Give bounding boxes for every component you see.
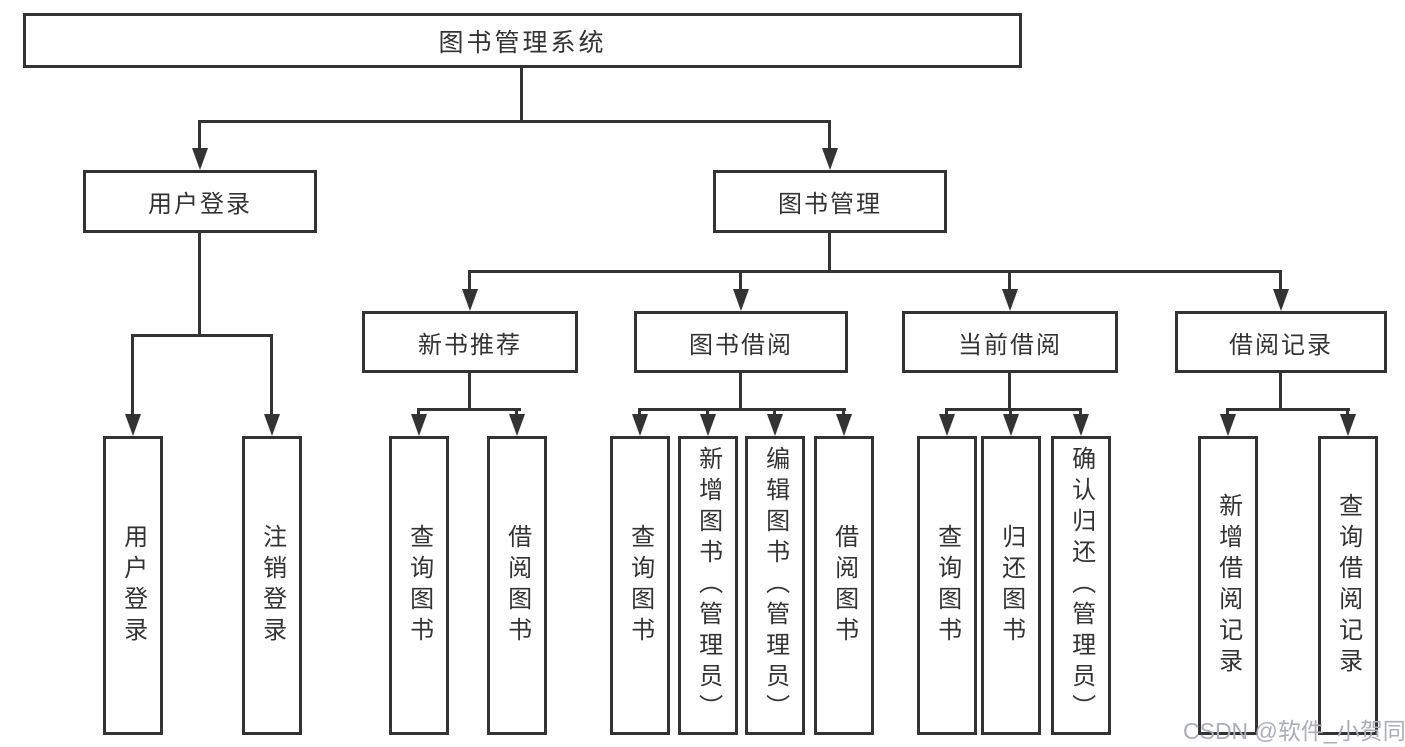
leaf-borrow-books-borrowing: 借阅图书	[814, 436, 874, 735]
arrowhead-down-icon	[264, 414, 280, 436]
node-book-management: 图书管理	[713, 170, 947, 233]
connector-line	[1009, 408, 1012, 417]
leaf-label: 查询图书	[405, 523, 433, 648]
leaf-borrow-books-recommend: 借阅图书	[487, 436, 547, 735]
node-label: 当前借阅	[958, 331, 1062, 359]
connector-line	[1079, 408, 1082, 417]
connector-line	[828, 120, 831, 150]
node-library-management-system: 图书管理系统	[23, 13, 1022, 68]
node-borrowing-records: 借阅记录	[1175, 311, 1387, 373]
arrowhead-down-icon	[1003, 414, 1019, 436]
arrowhead-down-icon	[1340, 414, 1356, 436]
leaf-add-borrow-record: 新增借阅记录	[1198, 436, 1258, 735]
connector-line	[638, 408, 641, 417]
node-current-borrowing: 当前借阅	[902, 311, 1118, 373]
connector-line	[520, 68, 523, 120]
connector-line	[417, 408, 521, 411]
arrowhead-down-icon	[1002, 289, 1018, 311]
connector-line	[468, 270, 471, 291]
leaf-confirm-return-admin: 确认归还（管理员）	[1051, 436, 1111, 735]
connector-line	[1008, 270, 1011, 291]
leaf-label: 编辑图书（管理员）	[761, 446, 789, 725]
arrowhead-down-icon	[1273, 289, 1289, 311]
connector-line	[1226, 408, 1229, 417]
arrowhead-down-icon	[632, 414, 648, 436]
connector-line	[468, 373, 471, 410]
connector-line	[945, 408, 948, 417]
leaf-label: 借阅图书	[503, 523, 531, 648]
connector-line	[773, 408, 776, 417]
connector-line	[842, 408, 845, 417]
arrowhead-down-icon	[836, 414, 852, 436]
connector-line	[417, 408, 420, 417]
node-label: 借阅记录	[1229, 331, 1333, 359]
arrowhead-down-icon	[411, 414, 427, 436]
arrowhead-down-icon	[939, 414, 955, 436]
leaf-label: 新增图书（管理员）	[694, 446, 722, 725]
connector-line	[739, 373, 742, 410]
leaf-label: 确认归还（管理员）	[1067, 446, 1095, 725]
node-user-login: 用户登录	[83, 170, 317, 233]
connector-line	[131, 334, 273, 337]
arrowhead-down-icon	[1220, 414, 1236, 436]
connector-line	[1226, 408, 1350, 411]
connector-line	[1346, 408, 1349, 417]
connector-line	[515, 408, 518, 417]
leaf-label: 查询借阅记录	[1334, 492, 1362, 679]
leaf-label: 用户登录	[119, 523, 147, 648]
connector-line	[1008, 373, 1011, 410]
leaf-add-books-admin: 新增图书（管理员）	[678, 436, 738, 735]
leaf-user-login: 用户登录	[103, 436, 163, 735]
connector-line	[739, 270, 742, 291]
leaf-label: 查询图书	[933, 523, 961, 648]
csdn-watermark: CSDN @软件_小贺同学	[1183, 718, 1405, 744]
leaf-query-books-current: 查询图书	[917, 436, 977, 735]
leaf-edit-books-admin: 编辑图书（管理员）	[745, 436, 805, 735]
arrowhead-down-icon	[125, 414, 141, 436]
connector-line	[706, 408, 709, 417]
arrowhead-down-icon	[700, 414, 716, 436]
node-label: 用户登录	[148, 191, 252, 218]
connector-line	[198, 233, 201, 337]
connector-line	[198, 120, 201, 150]
connector-line	[638, 408, 846, 411]
leaf-label: 归还图书	[997, 523, 1025, 648]
arrowhead-down-icon	[509, 414, 525, 436]
connector-line	[198, 120, 831, 123]
leaf-label: 查询图书	[626, 523, 654, 648]
leaf-label: 借阅图书	[830, 523, 858, 648]
connector-line	[828, 233, 831, 273]
connector-line	[270, 334, 273, 416]
arrowhead-down-icon	[733, 289, 749, 311]
node-label: 图书管理	[778, 191, 882, 218]
arrowhead-down-icon	[192, 148, 208, 170]
connector-line	[945, 408, 1082, 411]
connector-line	[1279, 270, 1282, 291]
arrowhead-down-icon	[1073, 414, 1089, 436]
leaf-query-borrow-record: 查询借阅记录	[1318, 436, 1378, 735]
node-label: 新书推荐	[418, 331, 522, 359]
arrowhead-down-icon	[767, 414, 783, 436]
connector-line	[131, 334, 134, 416]
connector-line	[468, 270, 1282, 273]
leaf-label: 新增借阅记录	[1214, 492, 1242, 679]
leaf-query-books-borrowing: 查询图书	[610, 436, 670, 735]
connector-line	[1279, 373, 1282, 410]
node-label: 图书管理系统	[438, 28, 607, 57]
leaf-query-books-recommend: 查询图书	[389, 436, 449, 735]
leaf-label: 注销登录	[258, 523, 286, 648]
arrowhead-down-icon	[462, 289, 478, 311]
arrowhead-down-icon	[822, 148, 838, 170]
node-new-book-recommend: 新书推荐	[362, 311, 578, 373]
node-book-borrowing: 图书借阅	[634, 311, 848, 373]
leaf-return-books: 归还图书	[981, 436, 1041, 735]
leaf-logout: 注销登录	[242, 436, 302, 735]
node-label: 图书借阅	[689, 331, 793, 359]
